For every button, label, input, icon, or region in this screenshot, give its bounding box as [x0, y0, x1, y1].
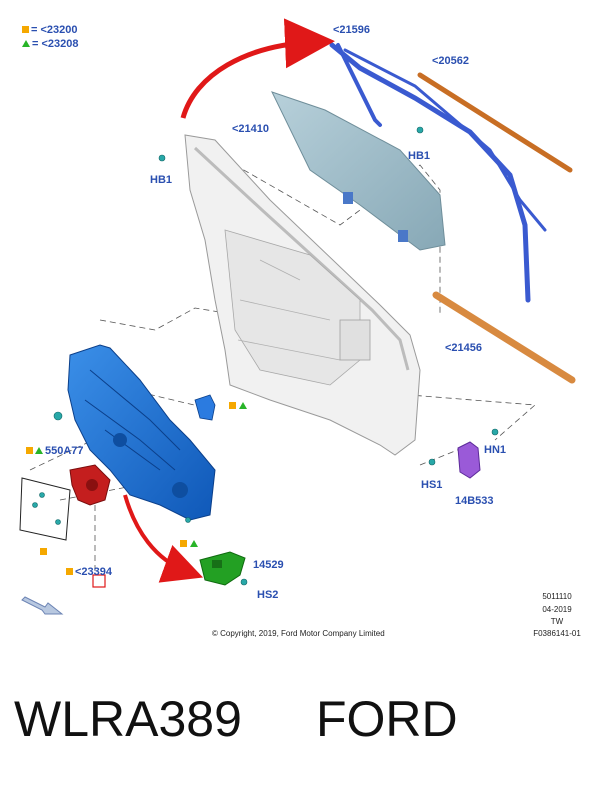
meta-initials: TW	[550, 617, 564, 626]
install-arrow-bottom	[123, 494, 204, 583]
front-direction-icon	[21, 596, 64, 615]
square-marker-icon	[66, 568, 73, 575]
triangle-marker-icon	[22, 40, 30, 47]
door-inner-panel	[184, 134, 421, 456]
label-hb1-left: HB1	[150, 174, 173, 186]
label-regulator: 550A77	[26, 445, 84, 457]
label-inner-belt: <21456	[445, 342, 483, 354]
legend-entry-triangle: = <23208	[22, 38, 79, 50]
label-motor: <23394	[66, 566, 112, 578]
glass-bracket-left	[343, 192, 353, 204]
part-number: WLRA389	[14, 691, 242, 747]
callout-markers	[40, 402, 247, 588]
square-marker-icon	[22, 26, 29, 33]
meta-code: 5011110	[542, 592, 572, 601]
label-glass: <21410	[232, 123, 270, 135]
label-hn1: HN1	[484, 444, 507, 456]
window-glass	[271, 91, 446, 251]
square-marker-icon	[26, 447, 33, 454]
door-latch	[199, 551, 246, 586]
regulator-motor	[69, 464, 111, 506]
legend-entry-square: = <23200	[22, 24, 78, 36]
outer-belt-moulding	[417, 72, 573, 173]
window-regulator	[67, 344, 216, 521]
label-run-channel: <21596	[333, 24, 371, 36]
gasket-outline	[19, 477, 71, 541]
meta-date: 04-2019	[542, 605, 572, 614]
regulator-connector	[194, 394, 216, 421]
copyright-notice: © Copyright, 2019, Ford Motor Company Li…	[212, 629, 385, 638]
glass-bracket-right	[398, 230, 408, 242]
triangle-marker-icon	[35, 447, 43, 454]
fasteners	[32, 126, 499, 586]
label-hb1-right: HB1	[408, 150, 431, 162]
meta-figure: F0386141-01	[533, 629, 581, 638]
label-module: 14B533	[455, 495, 494, 507]
brand-name: FORD	[316, 691, 458, 747]
install-arrow-top	[180, 18, 335, 119]
glass-run-channel	[329, 42, 547, 303]
label-hs2: HS2	[257, 589, 279, 601]
label-outer-belt: <20562	[432, 55, 470, 67]
control-module	[457, 441, 481, 479]
label-latch: 14529	[253, 559, 284, 571]
inner-belt-weatherstrip	[432, 291, 576, 384]
label-hs1: HS1	[421, 479, 443, 491]
